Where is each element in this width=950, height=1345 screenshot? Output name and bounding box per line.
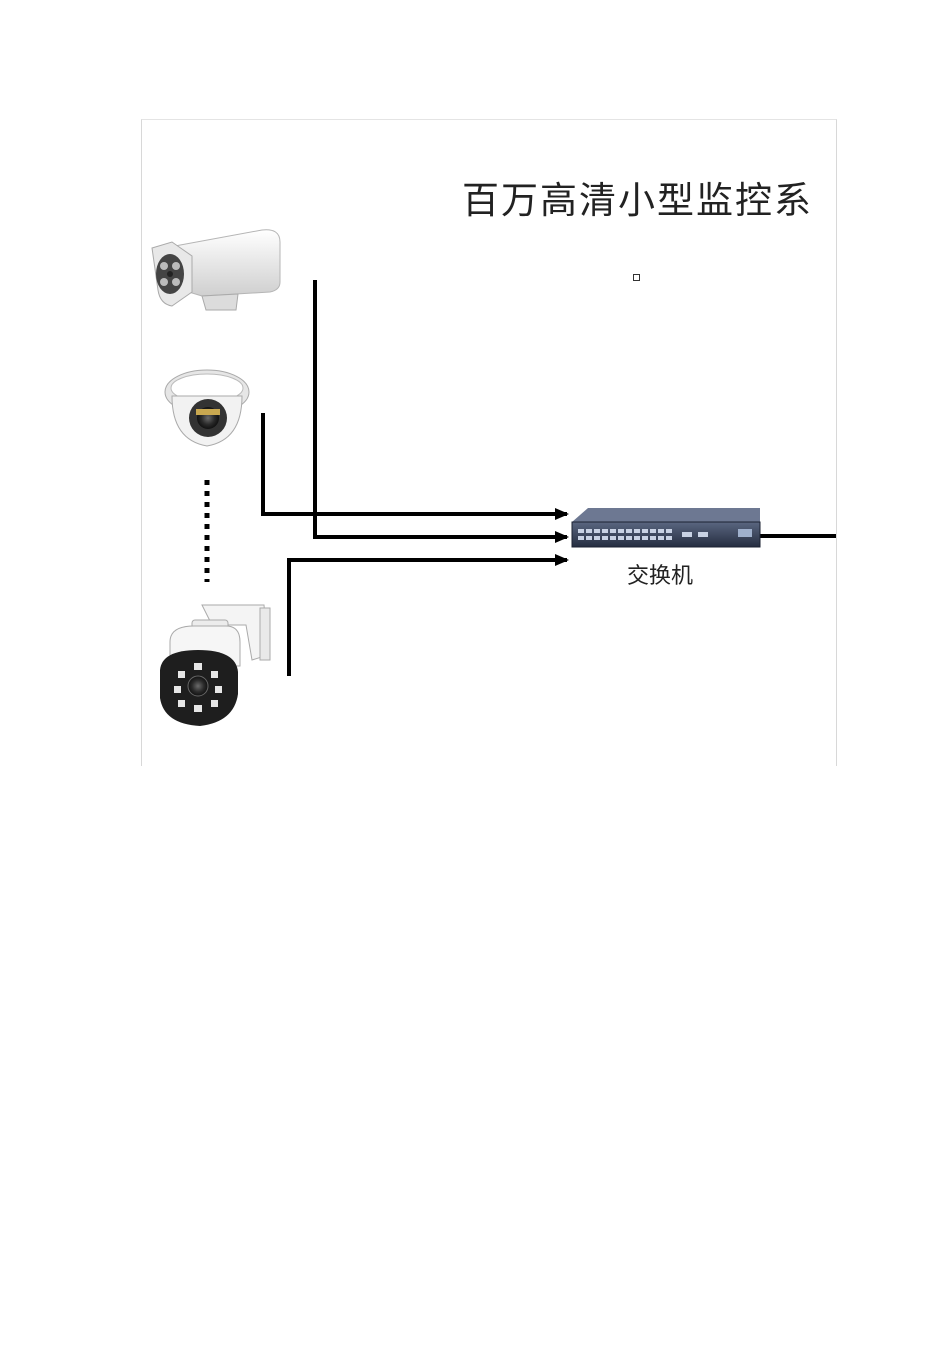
- bullet-camera-link: [313, 280, 569, 543]
- switch-label: 交换机: [627, 564, 694, 589]
- diagram-title: 百万高清小型监控系: [462, 179, 813, 222]
- ptz-camera-link: [287, 554, 569, 676]
- bullet-camera-icon: [151, 229, 281, 311]
- connections: [261, 280, 836, 676]
- small-square-marker: [633, 274, 640, 281]
- ptz-camera-icon: [160, 604, 271, 726]
- dome-camera-link: [261, 413, 569, 520]
- network-switch-icon: [571, 508, 761, 548]
- dome-camera-icon: [164, 369, 250, 447]
- surveillance-system-diagram: 百万高清小型监控系: [141, 119, 837, 766]
- diagram-canvas: [151, 229, 836, 726]
